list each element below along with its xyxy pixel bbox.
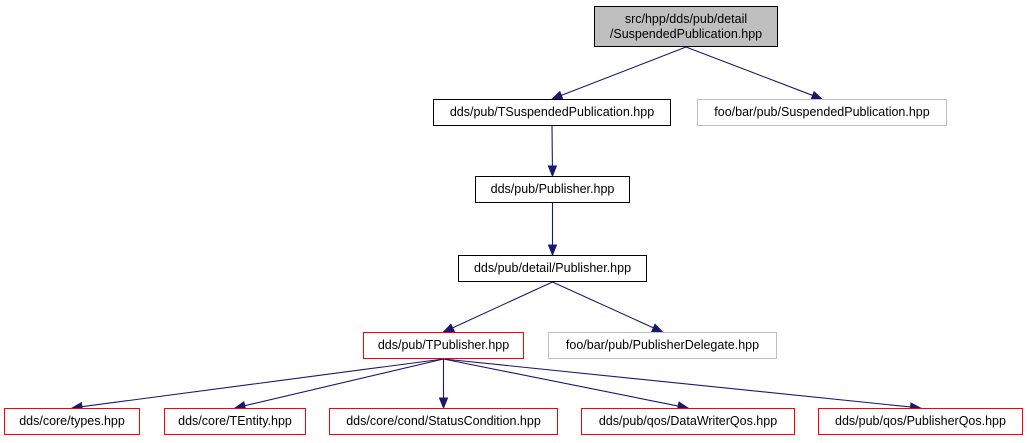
arrowhead-tsuspended <box>550 90 564 100</box>
node-detail-publisher[interactable]: dds/pub/detail/Publisher.hpp <box>458 255 647 282</box>
node-label: foo/bar/pub/SuspendedPublication.hpp <box>714 105 930 119</box>
edge-root-to-foo_suspended <box>685 46 813 96</box>
node-core-tentity[interactable]: dds/core/TEntity.hpp <box>164 408 306 435</box>
arrowhead-foo_delegate <box>650 323 664 333</box>
node-label: dds/pub/qos/PublisherQos.hpp <box>835 414 1006 428</box>
arrowhead-publisher <box>547 165 558 178</box>
edge-tpublisher-to-core_types <box>81 358 444 408</box>
node-foo-publisher-delegate: foo/bar/pub/PublisherDelegate.hpp <box>548 332 777 359</box>
node-label: dds/core/TEntity.hpp <box>178 414 292 428</box>
node-datawriter-qos[interactable]: dds/pub/qos/DataWriterQos.hpp <box>581 408 795 435</box>
node-label: foo/bar/pub/PublisherDelegate.hpp <box>565 338 760 352</box>
edge-tpublisher-to-core_tentity <box>244 358 444 407</box>
edge-detail_publisher-to-tpublisher <box>452 281 553 329</box>
node-publisher[interactable]: dds/pub/Publisher.hpp <box>475 176 630 203</box>
node-label: dds/pub/TPublisher.hpp <box>377 338 510 352</box>
node-label: dds/pub/Publisher.hpp <box>490 182 615 196</box>
edge-tpublisher-to-publisher_qos <box>443 358 911 408</box>
edge-root-to-tsuspended <box>561 46 687 96</box>
node-status-condition[interactable]: dds/core/cond/StatusCondition.hpp <box>329 408 558 435</box>
node-foo-suspended-publication: foo/bar/pub/SuspendedPublication.hpp <box>697 99 947 126</box>
node-label: dds/core/cond/StatusCondition.hpp <box>346 414 541 428</box>
node-tsuspended-publication[interactable]: dds/pub/TSuspendedPublication.hpp <box>433 99 671 126</box>
edge-detail_publisher-to-foo_delegate <box>552 281 654 329</box>
node-label: dds/core/types.hpp <box>19 414 125 428</box>
root-file-path-line1: src/hpp/dds/pub/detail <box>624 11 748 26</box>
root-file-node: src/hpp/dds/pub/detail /SuspendedPublica… <box>594 6 778 47</box>
arrowhead-detail_publisher <box>547 244 558 257</box>
node-label: dds/pub/TSuspendedPublication.hpp <box>449 105 655 119</box>
node-label: dds/pub/qos/DataWriterQos.hpp <box>598 414 778 428</box>
arrowhead-tpublisher <box>442 323 456 333</box>
arrowhead-status_condition <box>438 397 449 410</box>
node-publisher-qos[interactable]: dds/pub/qos/PublisherQos.hpp <box>818 408 1023 435</box>
root-file-path-line2: /SuspendedPublication.hpp <box>609 26 763 41</box>
node-label: dds/pub/detail/Publisher.hpp <box>473 261 632 275</box>
node-core-types[interactable]: dds/core/types.hpp <box>4 408 140 435</box>
edge-tpublisher-to-datawriter_qos <box>443 358 679 407</box>
node-tpublisher[interactable]: dds/pub/TPublisher.hpp <box>363 332 524 359</box>
